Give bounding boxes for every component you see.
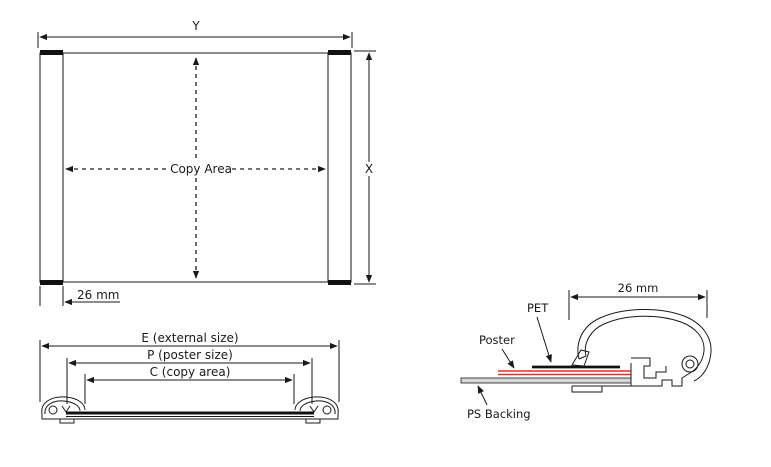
pet-callout: PET [527, 301, 552, 363]
copy-area-dimension: C (copy area) [84, 365, 295, 404]
width-dimension: Y [37, 19, 353, 48]
height-dimension: X [354, 50, 376, 285]
poster-callout: Poster [479, 333, 515, 369]
profile-detail: 26 mm PET Poster [460, 281, 712, 421]
detail-width-dimension: 26 mm [568, 281, 708, 320]
profile-width-dimension: 26 mm [39, 286, 120, 306]
left-profile [39, 50, 64, 285]
right-profile [327, 50, 352, 285]
profile-width-label: 26 mm [77, 288, 119, 302]
poster-label: Poster [479, 333, 515, 347]
detail-width-label: 26 mm [618, 281, 659, 295]
copy-area-label: Copy Area [170, 162, 232, 176]
pet-label: PET [527, 301, 549, 315]
backing-label: PS Backing [467, 407, 531, 421]
copy-area-size-label: C (copy area) [150, 365, 231, 379]
ps-backing-sheet [460, 377, 632, 384]
height-label: X [365, 162, 373, 176]
poster-size-dimension: P (poster size) [66, 348, 313, 404]
front-view: Y Copy Area X [37, 19, 376, 306]
external-size-dimension: E (external size) [39, 331, 340, 402]
external-size-label: E (external size) [141, 331, 238, 345]
backing-callout: PS Backing [467, 385, 531, 421]
poster-size-label: P (poster size) [147, 348, 233, 362]
width-label: Y [191, 19, 200, 33]
copy-area-arrows: Copy Area [65, 57, 326, 279]
right-profile-section [294, 396, 339, 424]
section-view: E (external size) P (poster size) C (cop… [39, 331, 340, 424]
left-profile-section [41, 396, 86, 424]
snap-profile [571, 309, 712, 393]
